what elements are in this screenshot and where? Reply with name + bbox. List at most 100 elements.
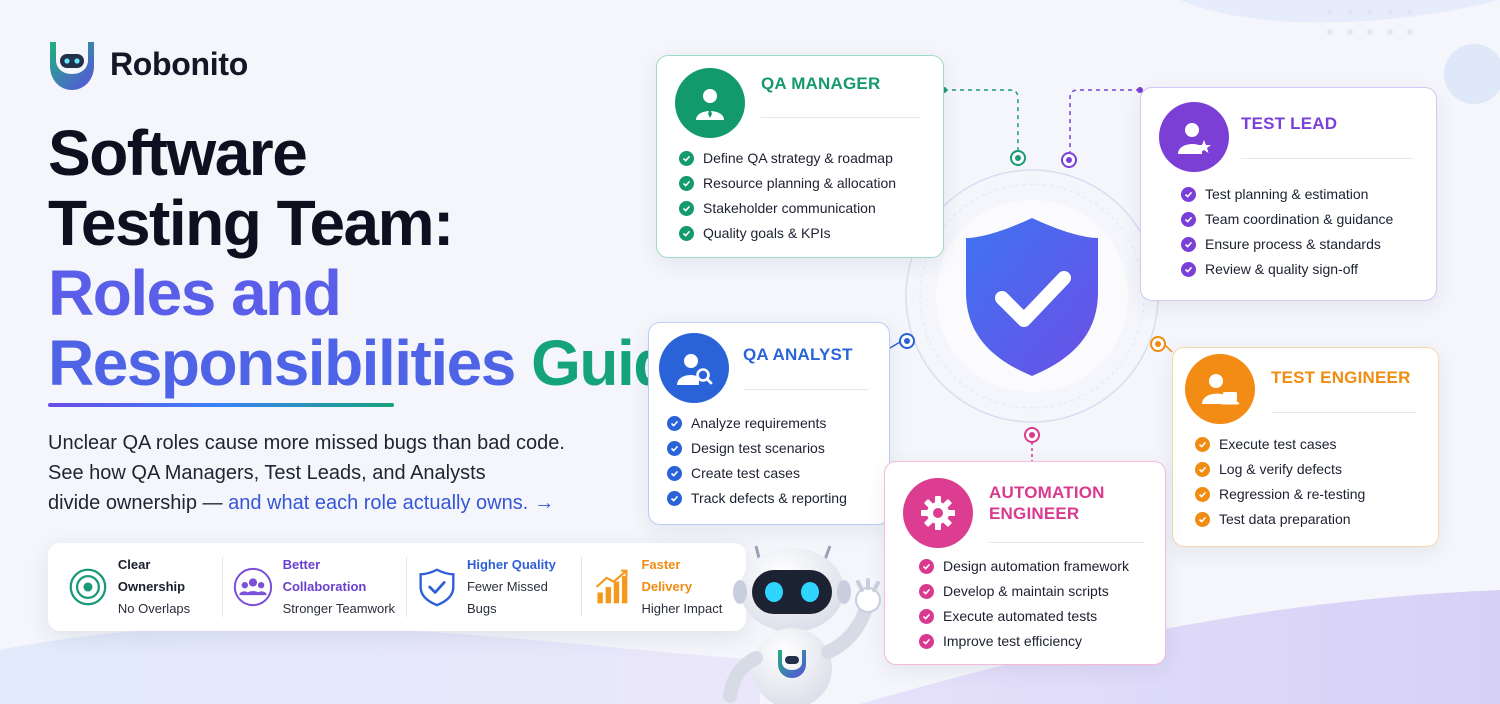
check-icon [679, 226, 694, 241]
benefit-subtitle: No Overlaps [117, 601, 191, 616]
check-icon [1181, 237, 1196, 252]
benefit-title: Better Collaboration [282, 557, 367, 594]
item-text: Create test cases [691, 465, 800, 481]
growth-chart-icon [595, 569, 628, 604]
item-text: Review & quality sign-off [1205, 261, 1359, 277]
benefit-faster-delivery: Faster Delivery Higher Impact [580, 557, 736, 617]
check-icon [679, 151, 694, 166]
title-divider [761, 117, 921, 118]
check-icon [679, 201, 694, 216]
shield-check-icon [419, 568, 455, 607]
item-text: Quality goals & KPIs [703, 225, 831, 241]
item-text: Execute test cases [1219, 436, 1337, 452]
robot-mascot [723, 545, 881, 704]
item-text: Define QA strategy & roadmap [703, 150, 893, 166]
engineer-laptop-icon [1185, 354, 1255, 424]
title-divider [1271, 412, 1417, 413]
intro-line-3-prefix: divide ownership — [48, 492, 229, 514]
check-icon [1181, 212, 1196, 227]
item-text: Stakeholder communication [703, 200, 876, 216]
title-line-1: Software [48, 117, 308, 189]
list-item: Design test scenarios [667, 436, 847, 461]
benefit-higher-quality: Higher Quality Fewer Missed Bugs [406, 557, 581, 617]
role-card-qa-analyst: QA ANALYST Analyze requirements Design t… [648, 322, 890, 525]
list-item: Test planning & estimation [1181, 182, 1393, 207]
check-icon [679, 176, 694, 191]
title-divider [989, 542, 1145, 543]
intro-link[interactable]: and what each role actually owns. [228, 492, 529, 514]
check-icon [919, 584, 934, 599]
list-item: Track defects & reporting [667, 486, 847, 511]
list-item: Regression & re-testing [1195, 482, 1365, 507]
item-text: Design test scenarios [691, 440, 825, 456]
role-title: QA MANAGER [761, 74, 881, 93]
role-card-qa-manager: QA MANAGER Define QA strategy & roadmap … [656, 55, 944, 258]
list-item: Design automation framework [919, 554, 1129, 579]
check-icon [667, 441, 682, 456]
item-text: Regression & re-testing [1219, 486, 1366, 502]
target-icon [69, 568, 107, 606]
role-card-test-lead: TEST LEAD Test planning & estimation Tea… [1140, 87, 1437, 301]
title-line-4: Responsibilities Guide [48, 327, 706, 399]
item-text: Analyze requirements [691, 415, 827, 431]
item-text: Develop & maintain scripts [943, 583, 1109, 599]
list-item: Stakeholder communication [679, 196, 896, 221]
check-icon [1195, 437, 1210, 452]
role-card-test-engineer: TEST ENGINEER Execute test cases Log & v… [1172, 347, 1439, 547]
responsibility-list: Execute test cases Log & verify defects … [1195, 432, 1365, 532]
benefit-title: Higher Quality [466, 557, 556, 572]
list-item: Team coordination & guidance [1181, 207, 1393, 232]
item-text: Design automation framework [943, 558, 1129, 574]
role-title: QA ANALYST [743, 345, 853, 364]
item-text: Test data preparation [1219, 511, 1351, 527]
item-text: Track defects & reporting [691, 490, 847, 506]
role-title-line-1: AUTOMATION [989, 483, 1105, 502]
list-item: Resource planning & allocation [679, 171, 896, 196]
check-icon [1181, 262, 1196, 277]
robot-logo-icon [50, 42, 94, 90]
title-divider [1241, 158, 1413, 159]
benefit-better-collaboration: Better Collaboration Stronger Teamwork [221, 557, 406, 617]
list-item: Ensure process & standards [1181, 232, 1393, 257]
title-word-responsibilities: Responsibilities [48, 327, 532, 399]
item-text: Improve test efficiency [943, 633, 1083, 649]
list-item: Log & verify defects [1195, 457, 1365, 482]
role-title: AUTOMATION ENGINEER [989, 482, 1105, 524]
intro-line-3: divide ownership — and what each role ac… [48, 488, 608, 518]
check-icon [667, 491, 682, 506]
list-item: Create test cases [667, 461, 847, 486]
check-icon [919, 634, 934, 649]
benefit-clear-ownership: Clear Ownership No Overlaps [58, 557, 222, 617]
responsibility-list: Design automation framework Develop & ma… [919, 554, 1129, 654]
check-icon [667, 466, 682, 481]
title-underline [48, 403, 394, 407]
responsibility-list: Test planning & estimation Team coordina… [1181, 182, 1393, 282]
team-icon [233, 567, 272, 607]
list-item: Test data preparation [1195, 507, 1365, 532]
role-card-automation-engineer: AUTOMATION ENGINEER Design automation fr… [884, 461, 1166, 665]
gear-icon [903, 478, 973, 548]
check-icon [1195, 462, 1210, 477]
list-item: Review & quality sign-off [1181, 257, 1393, 282]
benefit-subtitle: Stronger Teamwork [282, 601, 396, 616]
list-item: Quality goals & KPIs [679, 221, 896, 246]
item-text: Log & verify defects [1219, 461, 1342, 477]
list-item: Improve test efficiency [919, 629, 1129, 654]
title-line-2: Testing Team: [48, 187, 454, 259]
list-item: Define QA strategy & roadmap [679, 146, 896, 171]
title-line-3: Roles and [48, 257, 342, 329]
role-title: TEST LEAD [1241, 114, 1338, 133]
brand-name: Robonito [110, 45, 248, 82]
check-icon [667, 416, 682, 431]
intro-line-2: See how QA Managers, Test Leads, and Ana… [48, 462, 486, 484]
benefit-subtitle: Fewer Missed Bugs [466, 579, 548, 616]
check-icon [919, 559, 934, 574]
responsibility-list: Define QA strategy & roadmap Resource pl… [679, 146, 896, 246]
list-item: Execute test cases [1195, 432, 1365, 457]
intro-text: Unclear QA roles cause more missed bugs … [48, 428, 608, 518]
responsibility-list: Analyze requirements Design test scenari… [667, 411, 847, 511]
brand-logo[interactable]: Robonito [46, 36, 248, 92]
arrow-right-icon[interactable]: → [534, 492, 555, 514]
benefit-title: Faster Delivery [641, 557, 693, 594]
